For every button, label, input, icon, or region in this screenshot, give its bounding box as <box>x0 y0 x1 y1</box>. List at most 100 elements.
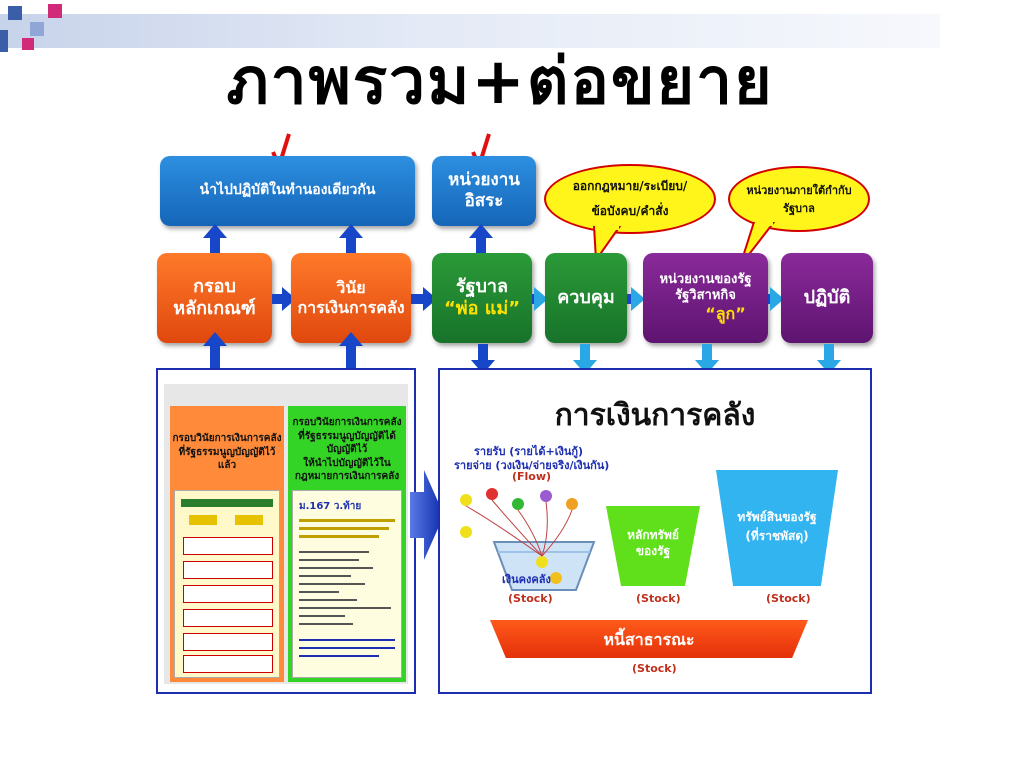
right-arrow <box>627 287 645 311</box>
bubble-text: ข้อบังคบ/คำสั่ง <box>591 204 669 218</box>
section-label: ม.167 ว.ท้าย <box>299 501 362 512</box>
down-arrow <box>817 344 841 374</box>
doc-line <box>299 575 351 577</box>
assets-label: (ที่ราชพัสดุ) <box>745 529 809 544</box>
up-arrow <box>203 332 227 376</box>
framework-box: กรอบ หลักเกณฑ์ <box>157 253 272 343</box>
doc-heading: กรอบวินัยการเงินการคลัง <box>292 417 402 428</box>
bubble-tail <box>592 226 622 262</box>
child-note: “ลูก” <box>705 304 746 324</box>
right-arrow <box>411 287 437 311</box>
doc-line <box>299 623 353 625</box>
state-assets-text: ทรัพย์สินของรัฐ (ที่ราชพัสดุ) <box>716 508 838 546</box>
green-document-column: กรอบวินัยการเงินการคลัง ที่รัฐธรรมนูญบัญ… <box>288 406 406 682</box>
doc-heading: กรอบวินัยการเงินการคลัง <box>172 433 282 444</box>
doc-line <box>299 567 373 569</box>
right-arrow <box>768 287 784 311</box>
public-debt-label: หนี้สาธารณะ <box>603 630 695 649</box>
control-box: ควบคุม <box>545 253 627 343</box>
stock-label: (Stock) <box>766 592 811 605</box>
doc-line <box>183 609 273 627</box>
independent-agency-box: หน่วยงาน อิสระ <box>432 156 536 226</box>
doc-line <box>183 633 273 651</box>
doc-line <box>183 561 273 579</box>
state-securities-shape <box>606 506 700 586</box>
decoration-square <box>30 22 44 36</box>
doc-line <box>299 639 395 641</box>
independent-agency-label: อิสระ <box>464 191 504 211</box>
securities-label: หลักทรัพย์ <box>627 528 679 542</box>
right-arrow <box>272 287 296 311</box>
expense-label: รายจ่าย (วงเงิน/จ่ายจริง/เงินกัน) <box>454 459 610 472</box>
securities-label: ของรัฐ <box>635 543 671 558</box>
up-arrow <box>469 224 493 256</box>
stock-label: (Stock) <box>508 592 553 605</box>
revenue-label: รายรับ (รายได้+เงินกู้) <box>474 445 584 458</box>
bubble-text: ออกกฎหมาย/ระเบียบ/ <box>572 179 688 193</box>
doc-heading: ให้นำไปบัญญัติไว้ใน <box>303 457 391 469</box>
doc-line <box>183 585 273 603</box>
practice-label: ปฏิบัติ <box>803 286 851 308</box>
state-units-label: รัฐวิสาหกิจ <box>675 288 736 303</box>
large-right-arrow <box>410 470 444 560</box>
down-arrow <box>695 344 719 374</box>
doc-line <box>299 599 357 601</box>
public-finance-panel: การเงินการคลัง รายรับ (รายได้+เงินกู้) ร… <box>438 368 872 694</box>
law-regulation-bubble: ออกกฎหมาย/ระเบียบ/ ข้อบังคบ/คำสั่ง <box>544 164 716 234</box>
document-thumbnail: ม.167 ว.ท้าย <box>292 490 402 678</box>
state-securities-text: หลักทรัพย์ ของรัฐ <box>606 528 700 559</box>
doc-line <box>183 655 273 673</box>
doc-line <box>299 519 395 522</box>
fiscal-discipline-label: การเงินการคลัง <box>297 298 405 317</box>
state-units-box: หน่วยงานของรัฐ รัฐวิสาหกิจ “ลูก” <box>643 253 768 343</box>
header-decoration-bar <box>0 14 940 48</box>
government-label: รัฐบาล <box>455 275 509 297</box>
doc-line <box>181 499 273 507</box>
decoration-square <box>22 38 34 50</box>
decoration-square <box>8 6 22 20</box>
implement-together-box: นำไปปฏิบัติในทำนองเดียวกัน <box>160 156 415 226</box>
up-arrow <box>339 332 363 376</box>
bubble-text: หน่วยงานภายใต้กำกับ <box>746 184 852 197</box>
doc-heading: ที่รัฐธรรมนูญบัญญัติไว้แล้ว <box>178 446 276 472</box>
doc-line <box>299 551 369 553</box>
decoration-square <box>48 4 62 18</box>
assets-label: ทรัพย์สินของรัฐ <box>737 510 817 524</box>
government-units-bubble: หน่วยงานภายใต้กำกับ รัฐบาล <box>728 166 870 232</box>
doc-line <box>299 583 365 585</box>
treasury-basin-diagram <box>460 488 596 591</box>
bubble-text: รัฐบาล <box>783 202 815 215</box>
practice-box: ปฏิบัติ <box>781 253 873 343</box>
doc-line <box>299 647 395 649</box>
control-label: ควบคุม <box>557 286 615 308</box>
doc-line <box>299 535 379 538</box>
doc-line <box>299 655 379 657</box>
up-arrow <box>339 224 363 256</box>
doc-line <box>299 607 391 609</box>
decoration-square <box>0 30 8 52</box>
doc-line <box>235 515 263 525</box>
down-arrow <box>573 344 597 374</box>
flow-label: (Flow) <box>512 470 552 483</box>
implement-together-label: นำไปปฏิบัติในทำนองเดียวกัน <box>199 182 376 199</box>
fiscal-discipline-box: วินัย การเงินการคลัง <box>291 253 411 343</box>
up-arrow <box>203 224 227 256</box>
public-debt-shape <box>490 620 808 658</box>
framework-label: กรอบ <box>193 275 236 297</box>
doc-heading: กฎหมายการเงินการคลัง <box>294 471 400 482</box>
panel-title: การเงินการคลัง <box>554 398 756 433</box>
down-arrow <box>471 344 495 374</box>
treasury-cash-label: เงินคงคลัง <box>502 573 551 586</box>
stock-label: (Stock) <box>636 592 681 605</box>
state-assets-shape <box>716 470 838 586</box>
framework-label: หลักเกณฑ์ <box>173 298 256 319</box>
doc-line <box>299 527 389 530</box>
doc-line <box>189 515 217 525</box>
government-box: รัฐบาล “พ่อ แม่” <box>432 253 532 343</box>
doc-line <box>299 615 345 617</box>
independent-agency-label: หน่วยงาน <box>448 169 520 190</box>
right-arrow <box>532 287 548 311</box>
constitution-panel: กรอบวินัยการเงินการคลัง ที่รัฐธรรมนูญบัญ… <box>156 368 416 694</box>
doc-line <box>299 591 339 593</box>
stock-label: (Stock) <box>632 662 677 675</box>
